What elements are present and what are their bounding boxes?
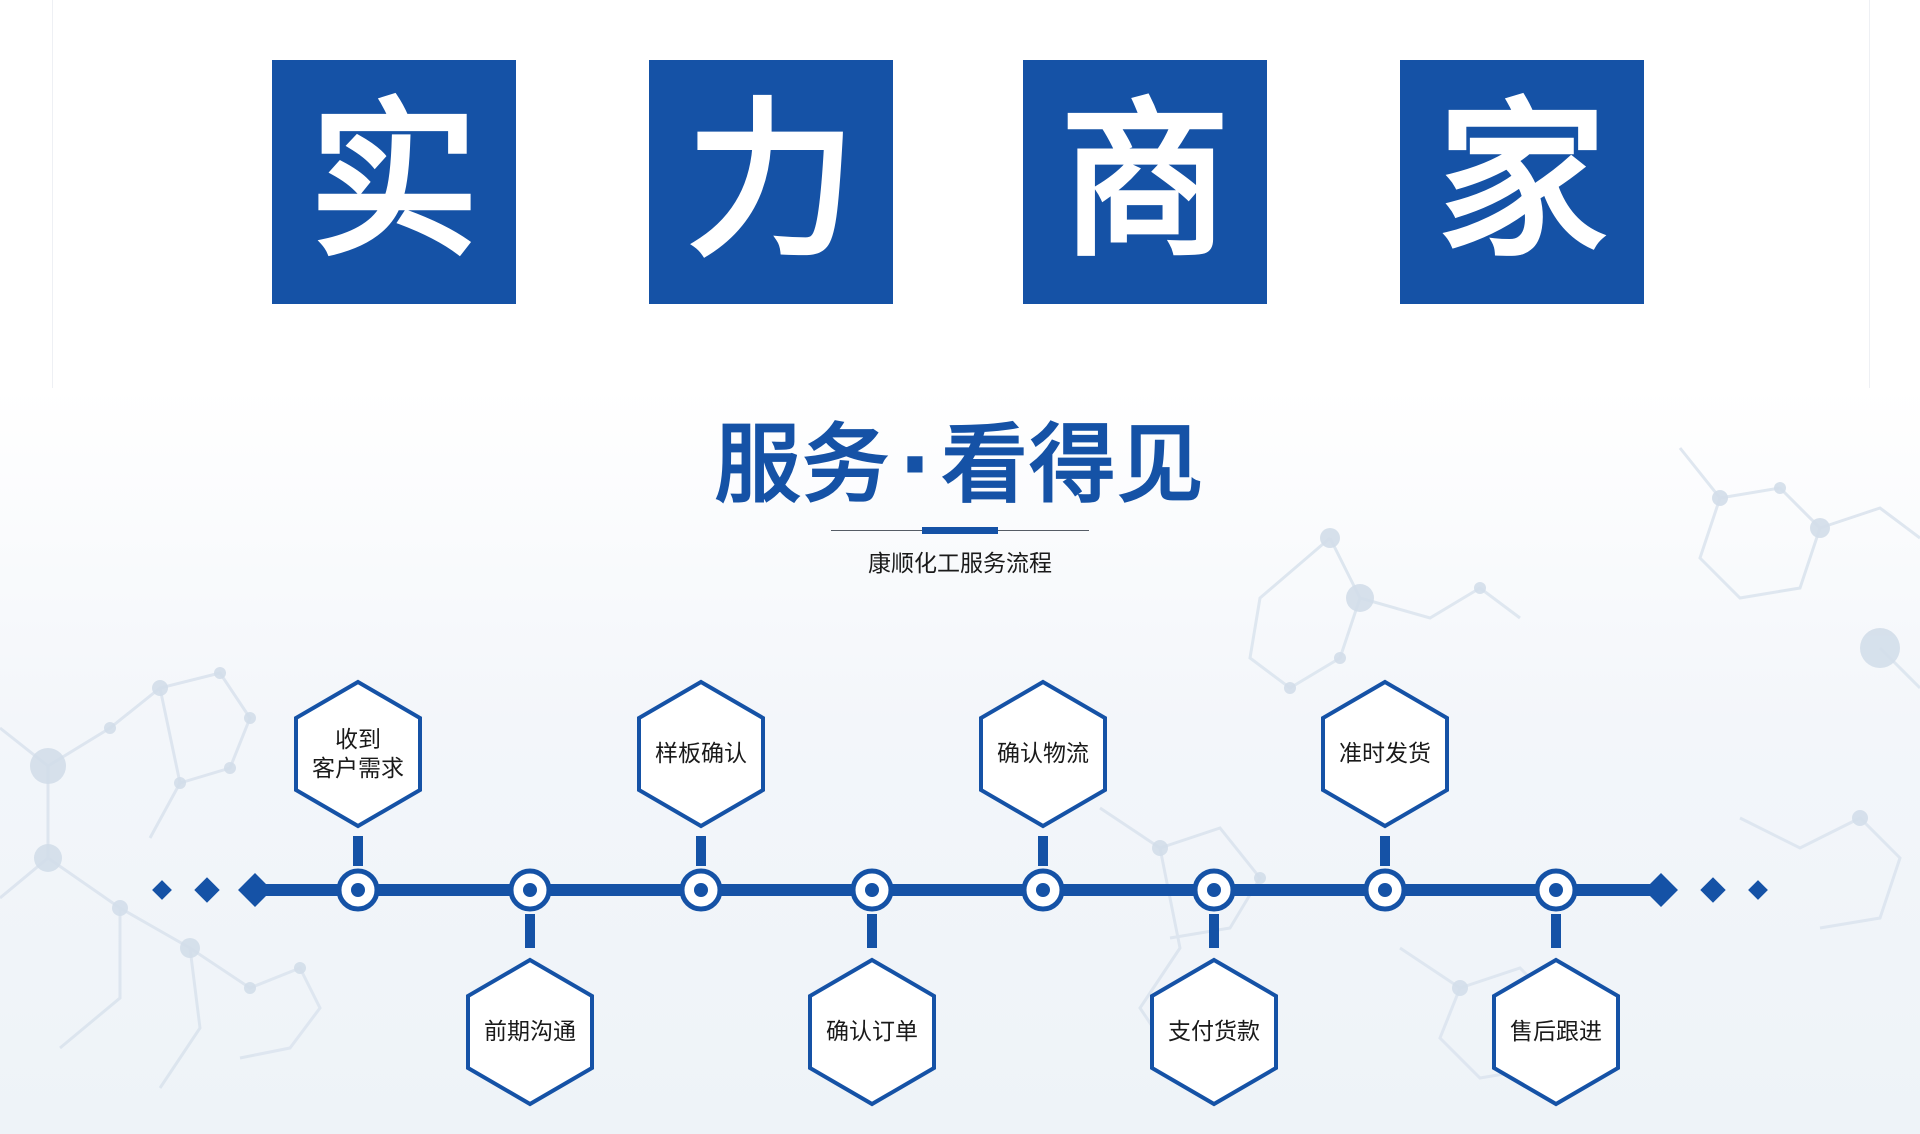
timeline-diamond-icon <box>238 873 272 907</box>
step-confirm-order: 确认订单 <box>807 1018 937 1047</box>
hexagon-icon <box>979 679 1107 829</box>
step-on-time-delivery: 准时发货 <box>1320 740 1450 769</box>
step-sample-confirm: 样板确认 <box>636 740 766 769</box>
step-label-line: 确认订单 <box>826 1019 918 1045</box>
hexagon-icon <box>1321 679 1449 829</box>
service-title-dot: · <box>898 415 934 515</box>
step-label-line: 客户需求 <box>312 756 404 782</box>
service-title-left: 服务 <box>714 415 891 515</box>
step-early-communication: 前期沟通 <box>465 1018 595 1047</box>
timeline-nodes <box>336 868 1578 912</box>
step-label-line: 样板确认 <box>655 741 747 767</box>
step-receive-requirements: 收到 客户需求 <box>293 726 423 784</box>
timeline-diamond-icon <box>1748 880 1768 900</box>
service-subtitle: 康顺化工服务流程 <box>868 551 1052 577</box>
timeline-diamond-icon <box>152 880 172 900</box>
hexagon-icon <box>1150 957 1278 1107</box>
timeline-line <box>262 884 1656 896</box>
step-label-line: 收到 <box>335 727 381 753</box>
hero-tile-shang: 商 <box>1023 60 1267 304</box>
hexagon-icon <box>466 957 594 1107</box>
hero-tile-shi: 实 <box>272 60 516 304</box>
hero-tile-jia: 家 <box>1400 60 1644 304</box>
step-after-sales: 售后跟进 <box>1491 1018 1621 1047</box>
step-payment: 支付货款 <box>1149 1018 1279 1047</box>
title-underline-accent <box>922 527 998 534</box>
step-label-line: 确认物流 <box>997 741 1089 767</box>
hero-tile-li: 力 <box>649 60 893 304</box>
step-label-line: 支付货款 <box>1168 1019 1260 1045</box>
molecule-background-icon <box>0 447 1920 1089</box>
step-label-line: 售后跟进 <box>1510 1019 1602 1045</box>
service-title: 服务·看得见 <box>0 422 1920 508</box>
timeline-diamond-icon <box>194 877 220 903</box>
timeline-diamond-icon <box>1644 873 1678 907</box>
service-title-right: 看得见 <box>941 415 1206 515</box>
step-label-line: 前期沟通 <box>484 1019 576 1045</box>
timeline-diamond-icon <box>1700 877 1726 903</box>
step-label-line: 准时发货 <box>1339 741 1431 767</box>
hexagon-icon <box>637 679 765 829</box>
hexagon-icon <box>808 957 936 1107</box>
step-confirm-logistics: 确认物流 <box>978 740 1108 769</box>
hexagon-icon <box>1492 957 1620 1107</box>
hexagon-icon <box>294 679 422 829</box>
